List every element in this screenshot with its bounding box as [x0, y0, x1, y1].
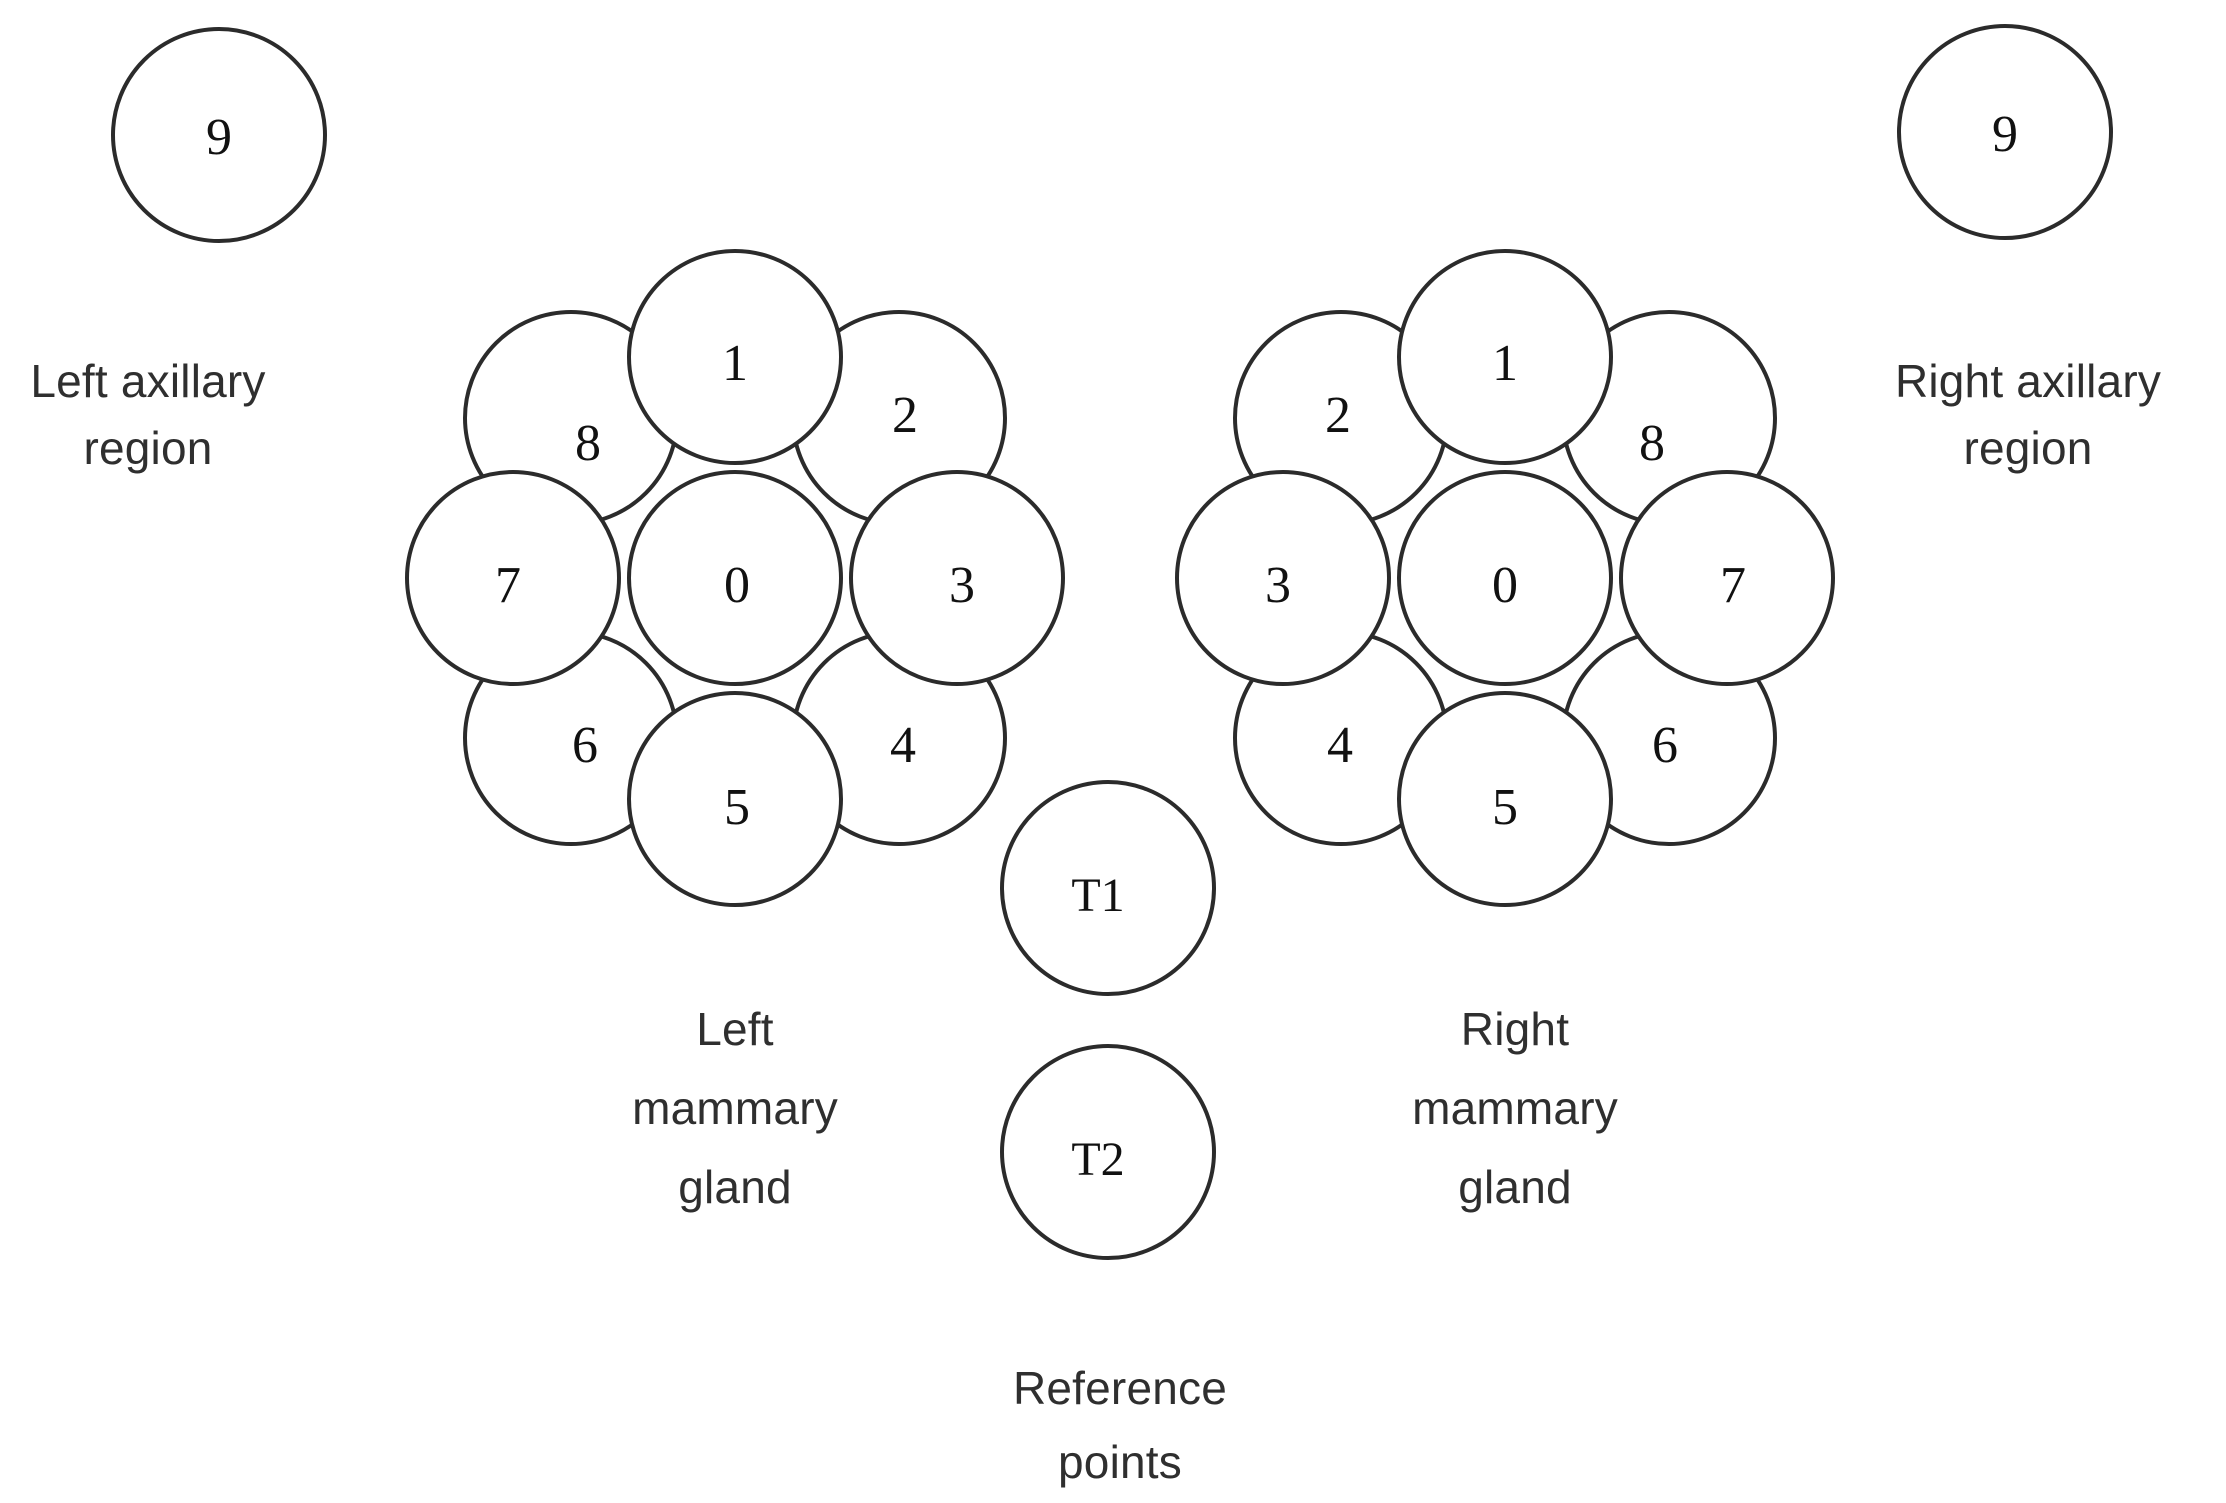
left-gland-circle-3[interactable] [849, 470, 1065, 686]
right-gland-number-8: 8 [1639, 415, 1665, 472]
right-axillary-number: 9 [1992, 106, 2018, 163]
left-axillary-group[interactable]: 9 Left axillary region [30, 27, 327, 474]
right-gland-number-5: 5 [1492, 779, 1518, 836]
reference-points-group[interactable]: T1 T2 Reference points [1000, 780, 1227, 1488]
left-mammary-gland-cluster[interactable]: 1 2 3 4 5 6 7 8 0 Left mammary gland [405, 249, 1065, 1213]
reference-points-caption-line1: Reference [1013, 1362, 1227, 1414]
right-gland-circle-3[interactable] [1175, 470, 1391, 686]
left-axillary-caption-line2: region [83, 422, 212, 474]
right-gland-number-1: 1 [1492, 335, 1518, 392]
reference-point-t2-circle[interactable] [1000, 1044, 1216, 1260]
reference-point-t1-circle[interactable] [1000, 780, 1216, 996]
left-gland-number-2: 2 [892, 387, 918, 444]
left-axillary-number: 9 [206, 109, 232, 166]
reference-points-caption-line2: points [1058, 1436, 1182, 1488]
right-gland-caption-line1: Right [1461, 1003, 1569, 1055]
reference-point-t1-label: T1 [1071, 869, 1124, 922]
left-gland-circle-1[interactable] [627, 249, 843, 465]
left-gland-number-8: 8 [575, 415, 601, 472]
left-gland-number-4: 4 [890, 717, 916, 774]
right-gland-number-0: 0 [1492, 557, 1518, 614]
right-gland-caption-line2: mammary [1412, 1082, 1618, 1134]
left-gland-number-6: 6 [572, 717, 598, 774]
left-gland-number-1: 1 [722, 335, 748, 392]
left-gland-caption-line2: mammary [632, 1082, 838, 1134]
left-gland-number-5: 5 [724, 779, 750, 836]
left-gland-number-7: 7 [495, 557, 521, 614]
right-gland-circle-5[interactable] [1397, 691, 1613, 907]
right-mammary-gland-cluster[interactable]: 1 2 3 4 5 6 7 8 0 Right mammary gland [1175, 249, 1835, 1213]
right-gland-number-4: 4 [1327, 717, 1353, 774]
right-gland-number-7: 7 [1720, 557, 1746, 614]
left-gland-number-3: 3 [949, 557, 975, 614]
right-gland-circle-0[interactable] [1397, 470, 1613, 686]
right-axillary-group[interactable]: 9 Right axillary region [1895, 24, 2161, 474]
left-gland-caption-line3: gland [678, 1161, 792, 1213]
left-gland-number-0: 0 [724, 557, 750, 614]
right-gland-number-2: 2 [1325, 387, 1351, 444]
right-gland-circle-7[interactable] [1619, 470, 1835, 686]
left-axillary-circle[interactable] [111, 27, 327, 243]
right-gland-number-6: 6 [1652, 717, 1678, 774]
right-gland-caption-line3: gland [1458, 1161, 1572, 1213]
right-gland-circle-1[interactable] [1397, 249, 1613, 465]
left-axillary-caption-line1: Left axillary [30, 355, 265, 407]
right-axillary-circle[interactable] [1897, 24, 2113, 240]
right-axillary-caption-line2: region [1963, 422, 2092, 474]
left-gland-circle-5[interactable] [627, 691, 843, 907]
left-gland-caption-line1: Left [696, 1003, 774, 1055]
right-axillary-caption-line1: Right axillary [1895, 355, 2161, 407]
reference-point-t2-label: T2 [1071, 1133, 1124, 1186]
left-gland-circle-7[interactable] [405, 470, 621, 686]
left-gland-circle-0[interactable] [627, 470, 843, 686]
right-gland-number-3: 3 [1265, 557, 1291, 614]
